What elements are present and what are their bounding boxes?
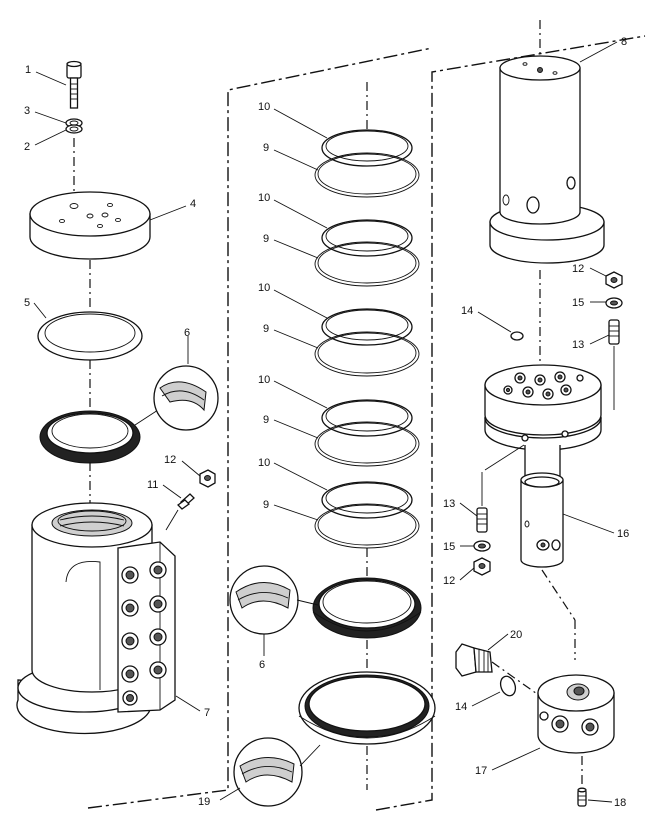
callout-16: 16 (617, 528, 629, 540)
part-8-rotor-cylinder (489, 55, 605, 264)
part-14-oring-upper (510, 331, 524, 341)
callout-11: 11 (147, 479, 158, 491)
part-6-heavy-seal-ring-left (39, 410, 141, 464)
part-17-distributor-block (537, 674, 615, 754)
part-13-plug-right-upper (608, 319, 620, 410)
callout-leaders (33, 41, 618, 803)
part-12-nut-right-lower (473, 557, 491, 576)
part-12-nut-left (199, 469, 216, 488)
callout-19: 19 (198, 796, 210, 808)
callout-1: 1 (25, 64, 31, 76)
part-16-shaft (520, 445, 564, 568)
part-15-washer-right-upper (605, 297, 623, 309)
callout-18: 18 (614, 797, 626, 809)
seal-profile-detail-left (153, 365, 219, 431)
callout-5: 5 (24, 297, 30, 309)
callout-13-right-lower: 13 (443, 498, 455, 510)
part-10-ring-4 (321, 399, 413, 437)
callout-2: 2 (24, 141, 30, 153)
part-14-oring-lower (499, 675, 517, 697)
part-10-ring-1 (321, 129, 413, 167)
callout-7: 7 (204, 707, 210, 719)
callout-10-a: 10 (258, 101, 270, 113)
part-10-ring-5 (321, 481, 413, 519)
manifold-block (484, 364, 602, 451)
seal-profile-detail-bottom (233, 737, 303, 807)
part-5-seal-ring (37, 311, 143, 361)
part-13-plug-right-lower (476, 472, 488, 533)
part-9-ring-3 (314, 331, 420, 377)
callout-6-middle: 6 (259, 659, 265, 671)
part-20-fitting (455, 643, 493, 677)
callout-4: 4 (190, 198, 196, 210)
part-11-fitting (165, 493, 195, 531)
callout-9-c: 9 (263, 323, 269, 335)
part-7-valve-housing (16, 502, 176, 735)
part-18-bleed-screw (577, 787, 587, 807)
part-9-ring-2 (314, 241, 420, 287)
callout-14-upper: 14 (461, 305, 473, 317)
callout-10-d: 10 (258, 374, 270, 386)
part-1-cap-screw (66, 60, 82, 109)
part-9-ring-1 (314, 152, 420, 198)
part-9-ring-4 (314, 421, 420, 467)
callout-8: 8 (621, 36, 627, 48)
callout-12-right-upper: 12 (572, 263, 584, 275)
callout-12-left: 12 (164, 454, 176, 466)
callout-6-left: 6 (184, 327, 190, 339)
callout-10-b: 10 (258, 192, 270, 204)
callout-17: 17 (475, 765, 487, 777)
part-10-ring-2 (321, 219, 413, 257)
callout-15-right-upper: 15 (572, 297, 584, 309)
callout-3: 3 (24, 105, 30, 117)
group-boundaries (87, 35, 646, 811)
callout-14-lower: 14 (455, 701, 467, 713)
part-15-washer-right-lower (473, 540, 491, 552)
callout-9-d: 9 (263, 414, 269, 426)
callout-9-a: 9 (263, 142, 269, 154)
callout-10-e: 10 (258, 457, 270, 469)
callout-numbers: 1 3 2 4 5 6 12 11 7 10 9 10 9 10 9 10 9 … (24, 36, 629, 809)
part-4-cover-plate (29, 191, 151, 260)
part-6-heavy-seal-ring-middle (312, 577, 422, 639)
seal-profile-detail-middle (229, 565, 299, 635)
callout-9-b: 9 (263, 233, 269, 245)
callout-20: 20 (510, 629, 522, 641)
callout-10-c: 10 (258, 282, 270, 294)
part-10-ring-3 (321, 308, 413, 346)
callout-12-right-lower: 12 (443, 575, 455, 587)
part-12-nut-right-upper (605, 271, 623, 289)
callout-15-right-lower: 15 (443, 541, 455, 553)
callout-9-e: 9 (263, 499, 269, 511)
part-3-washer (65, 118, 83, 134)
part-19-large-seal (298, 671, 436, 745)
callout-13-right-upper: 13 (572, 339, 584, 351)
